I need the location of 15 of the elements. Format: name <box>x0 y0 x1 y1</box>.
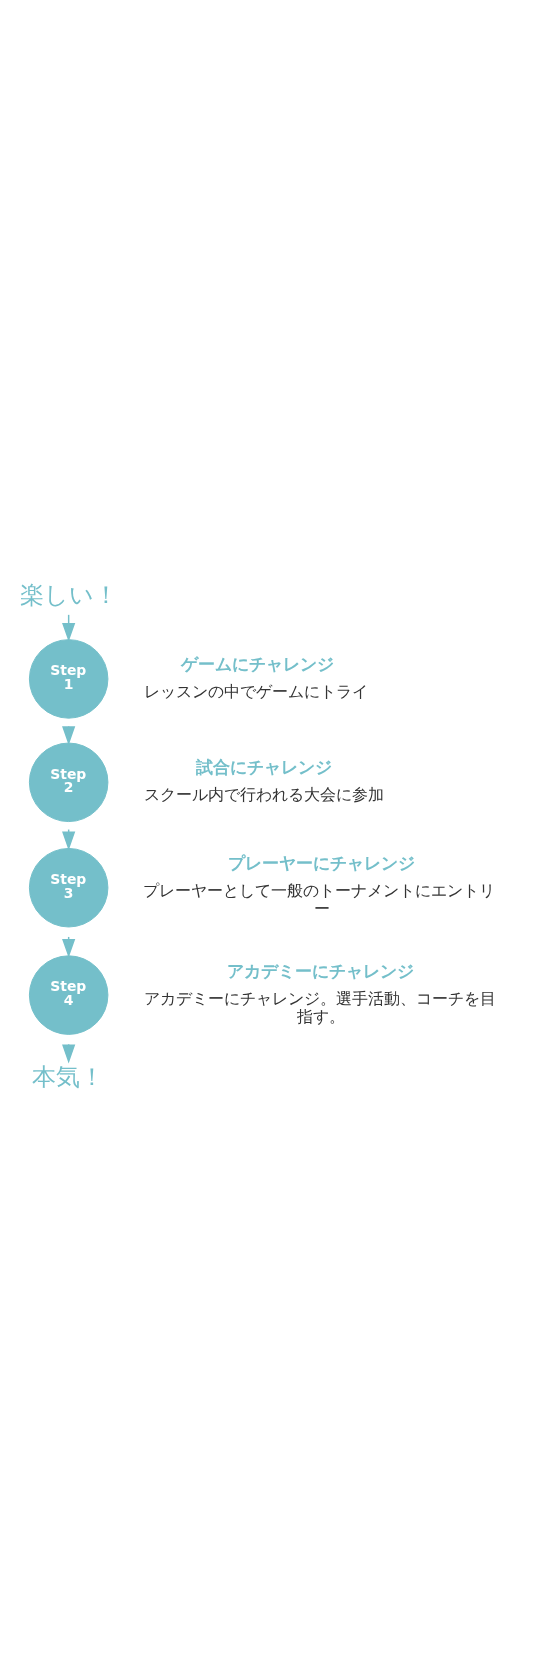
node-circle: Step 1 <box>28 639 109 719</box>
node-circle: Step 2 <box>28 742 109 823</box>
node-label: レッスンの中でゲームにトライ <box>144 681 369 701</box>
node-label: アカデミーにチャレンジ <box>227 960 415 981</box>
node-text: 本気！ <box>32 1063 105 1092</box>
node-label: プレーヤーとして一般のトーナメントにエントリー <box>143 881 496 919</box>
node-label: プレーヤーにチャレンジ <box>227 853 415 874</box>
node-circle: Step 4 <box>28 955 109 1035</box>
arrow <box>62 1043 76 1064</box>
node-label: 試合にチャレンジ <box>195 756 332 777</box>
node-label: ゲームにチャレンジ <box>181 653 335 674</box>
node-circle: Step 3 <box>28 847 109 928</box>
node-label: スクール内で行われる大会に参加 <box>144 785 385 805</box>
node-label: アカデミーにチャレンジ。選手活動、コーチを目指す。 <box>144 988 497 1026</box>
node-text: 楽しい！ <box>19 581 118 610</box>
